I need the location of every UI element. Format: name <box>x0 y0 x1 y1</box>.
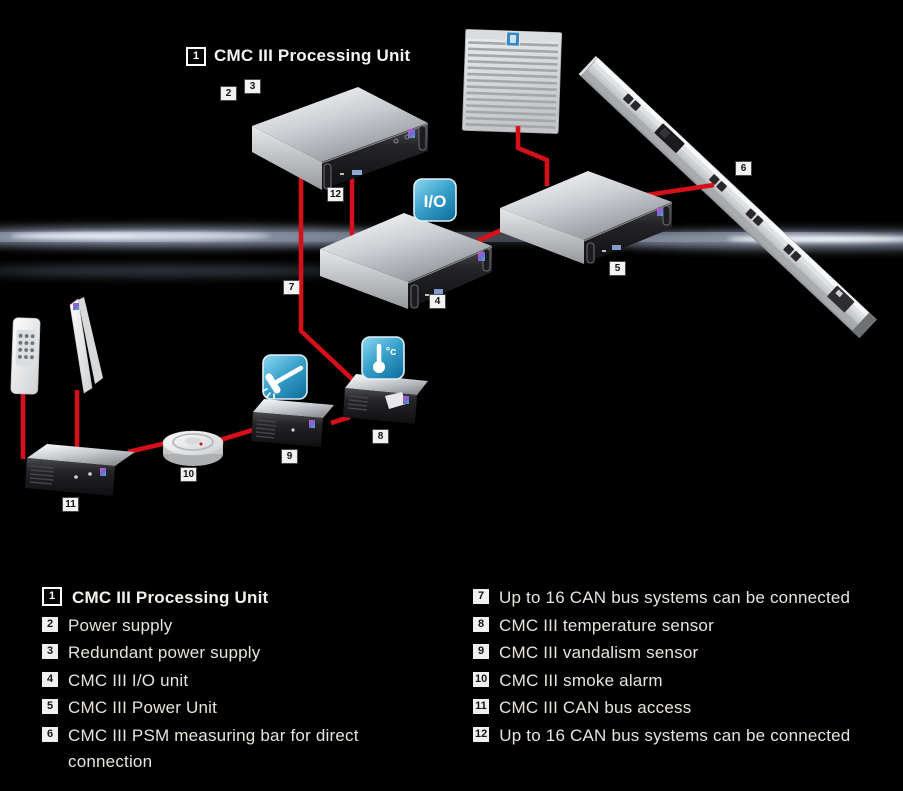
svg-text:I/O: I/O <box>424 192 447 211</box>
badge-can-bus-12: 12 <box>328 188 344 201</box>
badge-temp-sensor: 8 <box>373 430 388 443</box>
smoke-alarm <box>162 430 224 466</box>
legend-badge-1: 1 <box>42 587 62 606</box>
legend-text-10: CMC III smoke alarm <box>499 670 663 690</box>
legend-text-4: CMC III I/O unit <box>68 670 189 690</box>
legend-item-2: 2 Power supply <box>42 613 468 639</box>
badge-can-bus-7: 7 <box>284 281 299 294</box>
legend-badge-7: 7 <box>473 589 489 604</box>
cable-fan <box>515 126 550 186</box>
legend-item-1: 1 CMC III Processing Unit <box>42 585 468 611</box>
legend-item-11: 11 CMC III CAN bus access <box>473 695 901 721</box>
legend-badge-2: 2 <box>42 616 58 632</box>
legend-text-1: CMC III Processing Unit <box>72 588 269 607</box>
legend-item-8: 8 CMC III temperature sensor <box>473 613 901 639</box>
badge-power-unit: 5 <box>610 262 625 275</box>
svg-text:°c: °c <box>386 346 397 358</box>
badge-can-bus-access: 11 <box>63 498 78 511</box>
io-unit <box>320 213 493 309</box>
legend-left-column: 1 CMC III Processing Unit 2 Power supply… <box>42 585 468 776</box>
legend-badge-5: 5 <box>42 699 58 714</box>
keypad-device <box>10 317 41 395</box>
badge-smoke-alarm: 10 <box>181 468 197 481</box>
legend-text-5: CMC III Power Unit <box>68 698 218 717</box>
temperature-sensor <box>343 374 428 424</box>
cable-7 <box>298 176 370 396</box>
system-diagram: I/O °c <box>0 29 903 496</box>
temperature-icon: °c <box>361 336 405 380</box>
badge-redundant-psu: 3 <box>245 80 260 93</box>
legend-item-10: 10 CMC III smoke alarm <box>473 668 901 694</box>
legend-item-4: 4 CMC III I/O unit <box>42 668 468 694</box>
legend-badge-10: 10 <box>473 671 490 687</box>
legend: 1 CMC III Processing Unit 2 Power supply… <box>0 585 903 791</box>
cable-vandal-to-temp <box>330 414 351 426</box>
legend-item-7: 7 Up to 16 CAN bus systems can be connec… <box>473 585 901 611</box>
legend-text-9: CMC III vandalism sensor <box>499 643 699 662</box>
legend-badge-3: 3 <box>42 644 58 659</box>
legend-text-6: CMC III PSM measuring bar for direct con… <box>68 725 359 771</box>
psm-measuring-bar <box>578 55 877 339</box>
legend-badge-12: 12 <box>473 726 490 742</box>
legend-right-column: 7 Up to 16 CAN bus systems can be connec… <box>473 585 901 750</box>
legend-text-2: Power supply <box>68 615 173 635</box>
diagram-title: 1 CMC III Processing Unit <box>186 46 410 66</box>
legend-badge-8: 8 <box>473 616 489 632</box>
legend-item-9: 9 CMC III vandalism sensor <box>473 640 901 666</box>
badge-io-unit: 4 <box>430 295 445 308</box>
title-badge: 1 <box>186 46 206 66</box>
legend-text-3: Redundant power supply <box>68 643 261 662</box>
legend-item-5: 5 CMC III Power Unit <box>42 695 468 721</box>
legend-badge-9: 9 <box>473 644 489 659</box>
cable-power-to-bar <box>639 182 715 199</box>
badge-vandal-sensor: 9 <box>282 450 297 463</box>
can-bus-access <box>25 444 135 496</box>
legend-text-12: Up to 16 CAN bus systems can be connecte… <box>499 725 851 745</box>
wand-sensor <box>69 297 103 394</box>
legend-item-3: 3 Redundant power supply <box>42 640 468 666</box>
legend-text-11: CMC III CAN bus access <box>499 698 692 717</box>
legend-text-8: CMC III temperature sensor <box>499 615 714 635</box>
cable-smoke-to-vandal <box>219 426 257 443</box>
legend-badge-6: 6 <box>42 726 58 742</box>
legend-text-7: Up to 16 CAN bus systems can be connecte… <box>499 588 851 607</box>
legend-badge-11: 11 <box>473 699 489 714</box>
vandalism-hammer-icon <box>262 354 308 400</box>
badge-psm-bar: 6 <box>736 162 751 175</box>
processing-unit <box>252 87 429 190</box>
io-icon: I/O <box>413 178 457 222</box>
power-unit <box>500 171 673 264</box>
can-bus-cables <box>20 126 715 459</box>
legend-item-12: 12 Up to 16 CAN bus systems can be conne… <box>473 723 901 749</box>
legend-badge-4: 4 <box>42 671 58 687</box>
vandalism-sensor <box>251 399 334 447</box>
title-text: CMC III Processing Unit <box>214 46 411 65</box>
fan-filter-unit <box>461 29 562 134</box>
legend-item-6: 6 CMC III PSM measuring bar for direct c… <box>42 723 468 775</box>
badge-power-supply: 2 <box>221 87 236 100</box>
